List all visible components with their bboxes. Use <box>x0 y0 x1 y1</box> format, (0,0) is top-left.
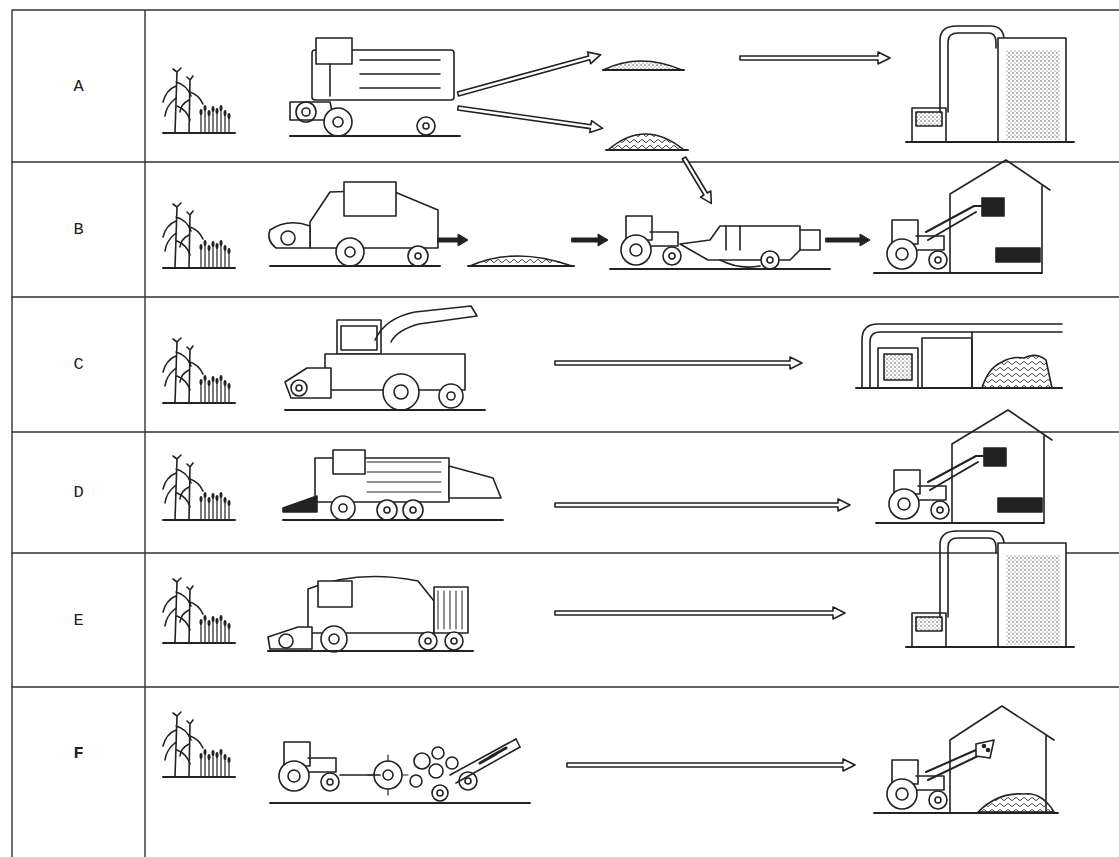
row-d-illustration <box>163 410 1052 523</box>
row-letter-cell: B <box>13 163 144 296</box>
row-letter-cell: D <box>13 433 144 552</box>
row-letter-cell: F <box>13 688 144 818</box>
row-letter-cell: C <box>13 298 144 431</box>
row-e-illustration <box>163 531 1074 652</box>
row-letter: D <box>73 483 83 502</box>
row-c-illustration <box>163 306 1062 410</box>
row-f-illustration <box>163 706 1058 813</box>
row-letter-cell: E <box>13 554 144 686</box>
row-letter: F <box>73 744 83 763</box>
row-letter: C <box>73 355 83 374</box>
table-frame <box>12 10 1119 857</box>
row-letter: A <box>73 77 83 96</box>
row-letter-cell: A <box>13 11 144 161</box>
row-a-illustration <box>163 26 1074 207</box>
row-letter: E <box>73 611 83 630</box>
row-b-illustration <box>163 160 1050 273</box>
row-letter: B <box>73 220 83 239</box>
